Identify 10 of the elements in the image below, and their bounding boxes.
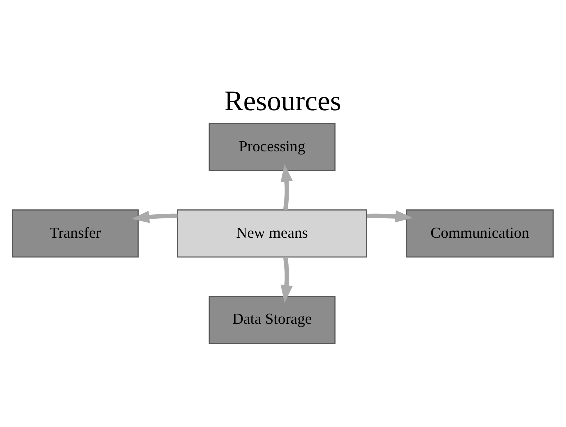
node-box: Communication [406,210,554,258]
node-box: Processing [208,123,336,172]
node-box: Transfer [12,210,139,258]
node-box: New means [177,210,368,258]
arrow [132,211,178,224]
arrow [280,257,294,303]
arrow [280,164,294,210]
diagram-title: Resources [224,86,342,118]
node-box: Data Storage [208,296,336,344]
arrow [367,210,414,223]
